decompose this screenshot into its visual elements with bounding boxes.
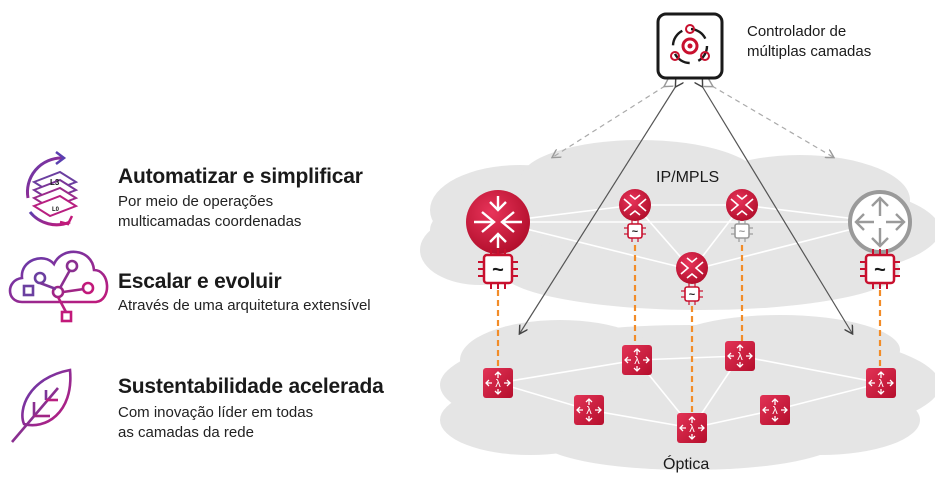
coherent-optic-chip-small[interactable]: ~ bbox=[681, 283, 703, 305]
feature-desc-line: as camadas da rede bbox=[118, 424, 254, 441]
wave-symbol: ~ bbox=[492, 259, 504, 281]
controller-links bbox=[520, 86, 852, 333]
feature-title: Sustentabilidade acelerada bbox=[118, 375, 384, 398]
feature-desc-line: Por meio de operações bbox=[118, 193, 274, 210]
feature-desc-line: Através de uma arquitetura extensível bbox=[118, 297, 371, 314]
lambda-symbol: λ bbox=[689, 423, 695, 435]
cloud-network-icon bbox=[8, 250, 109, 323]
lambda-symbol: λ bbox=[878, 378, 884, 390]
feature-desc-line: Com inovação líder em todas bbox=[118, 404, 314, 421]
ip-router-large-left[interactable] bbox=[466, 190, 530, 254]
ip-mpls-label: IP/MPLS bbox=[656, 169, 720, 186]
leaf-icon bbox=[11, 368, 72, 443]
wave-symbol: ~ bbox=[874, 259, 886, 281]
optical-roadm-node[interactable]: λ bbox=[574, 395, 604, 425]
lambda-symbol: λ bbox=[634, 355, 640, 367]
feature-title: Automatizar e simplificar bbox=[118, 165, 363, 188]
coherent-optic-chip[interactable]: ~ bbox=[478, 249, 518, 289]
wave-symbol: ~ bbox=[689, 289, 696, 301]
optical-roadm-node[interactable]: λ bbox=[866, 368, 896, 398]
ip-router-small[interactable] bbox=[676, 252, 708, 284]
ip-router-small[interactable] bbox=[726, 189, 758, 221]
ip-router-small[interactable] bbox=[619, 189, 651, 221]
optical-roadm-node[interactable]: λ bbox=[760, 395, 790, 425]
lambda-symbol: λ bbox=[772, 405, 778, 417]
optical-roadm-node[interactable]: λ bbox=[622, 345, 652, 375]
optical-label: Óptica bbox=[663, 456, 710, 473]
lambda-symbol: λ bbox=[586, 405, 592, 417]
controller-label: Controlador de múltiplas camadas bbox=[747, 22, 871, 62]
coherent-optic-chip-small[interactable]: ~ bbox=[624, 220, 646, 242]
wave-symbol: ~ bbox=[739, 226, 746, 238]
feature-title: Escalar e evoluir bbox=[118, 270, 282, 293]
feature-automate: Automatizar e simplificar Por meio de op… bbox=[10, 162, 450, 252]
feature-desc-line: multicamadas coordenadas bbox=[118, 213, 302, 230]
controller-label-line: Controlador de bbox=[747, 23, 847, 40]
feature-scale: Escalar e evoluir Através de uma arquite… bbox=[10, 264, 450, 354]
layer-label-top: L3 bbox=[50, 178, 60, 187]
layer-label-bottom: L0 bbox=[52, 207, 60, 213]
feature-desc: Por meio de operações multicamadas coord… bbox=[118, 192, 448, 232]
feature-desc: Com inovação líder em todas as camadas d… bbox=[118, 403, 448, 443]
coherent-optic-chip-small-gray[interactable]: ~ bbox=[731, 220, 753, 242]
feature-sustainability: Sustentabilidade acelerada Com inovação … bbox=[10, 372, 450, 462]
coherent-optic-chip[interactable]: ~ bbox=[860, 249, 900, 289]
optical-roadm-node[interactable]: λ bbox=[483, 368, 513, 398]
lambda-symbol: λ bbox=[495, 378, 501, 390]
ip-router-large-right[interactable] bbox=[848, 190, 912, 254]
controller-gears-icon[interactable] bbox=[656, 12, 724, 80]
feature-desc: Através de uma arquitetura extensível bbox=[118, 296, 448, 316]
optical-mesh-links bbox=[497, 355, 882, 429]
wave-symbol: ~ bbox=[632, 226, 639, 238]
optical-roadm-node[interactable]: λ bbox=[725, 341, 755, 371]
optical-roadm-node[interactable]: λ bbox=[677, 413, 707, 443]
lambda-symbol: λ bbox=[737, 351, 743, 363]
layers-cycle-icon: L3 L0 bbox=[25, 151, 79, 227]
optical-cloud bbox=[440, 315, 935, 470]
controller-label-line: múltiplas camadas bbox=[747, 43, 872, 60]
